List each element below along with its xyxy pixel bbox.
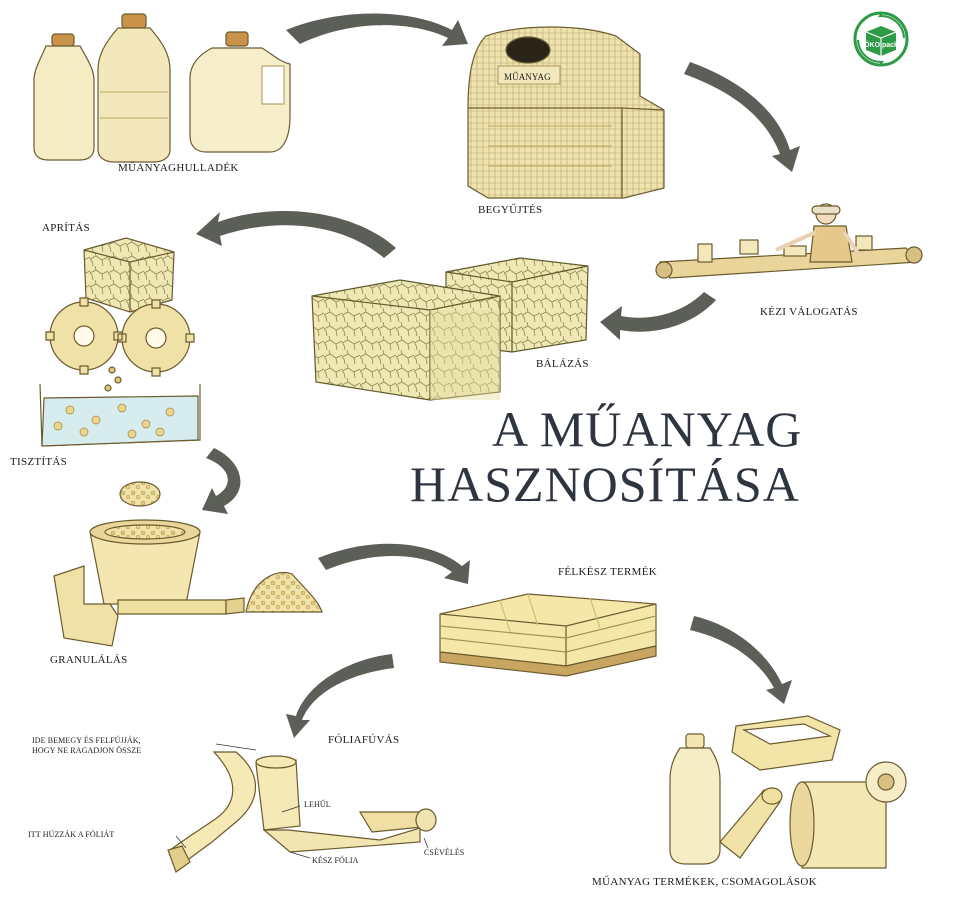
recycling-box-icon: ÖKO pack	[853, 11, 909, 67]
label-collection: BEGYŰJTÉS	[478, 204, 543, 216]
note-finished-film: KÉSZ FÓLIA	[312, 856, 359, 865]
logo-text: ÖKO pack	[864, 40, 898, 49]
title-line-2: HASZNOSÍTÁSA	[410, 456, 800, 512]
arrow-semifinished-to-film	[286, 654, 394, 738]
arrow-cleaning-to-granulation	[202, 448, 241, 514]
plastic-waste-bottles	[33, 13, 291, 163]
label-container: MŰANYAG	[504, 72, 551, 82]
label-shredding: APRÍTÁS	[42, 222, 90, 234]
arrow-semifinished-to-products	[690, 616, 792, 704]
collection-container	[467, 26, 665, 199]
label-baling: BÁLÁZÁS	[536, 358, 589, 370]
label-waste: MŰANYAGHULLADÉK	[118, 162, 239, 174]
label-granulation: GRANULÁLÁS	[50, 654, 128, 666]
arrow-collection-to-sorting	[684, 62, 800, 172]
arrow-waste-to-collection	[286, 13, 468, 46]
sorting-conveyor	[655, 203, 923, 279]
title-line-1: A MŰANYAG	[492, 401, 803, 457]
label-film-blowing: FÓLIAFÚVÁS	[328, 734, 400, 746]
arrow-sorting-to-baling	[600, 292, 716, 340]
note-pull: ITT HÚZZÁK A FÓLIÁT	[28, 830, 115, 839]
flow-arrows	[196, 13, 800, 738]
semi-finished-pallet	[439, 593, 657, 677]
film-blowing-stage	[167, 751, 437, 873]
note-inlet-1: IDE BEMEGY ÉS FELFÚJJÁK,	[32, 736, 141, 745]
label-sorting: KÉZI VÁLOGATÁS	[760, 306, 858, 318]
label-products: MŰANYAG TERMÉKEK, CSOMAGOLÁSOK	[592, 876, 817, 888]
plastic-bales	[311, 257, 589, 401]
cleaning-tank	[39, 383, 201, 447]
note-cools: LEHŰL	[304, 800, 331, 809]
arrow-granulation-to-semifinished	[318, 543, 470, 584]
plastic-products	[669, 715, 907, 869]
granulator-machine	[53, 481, 323, 647]
shredding-stage	[45, 237, 195, 392]
label-cleaning: TISZTÍTÁS	[10, 456, 68, 468]
arrow-baling-to-shredding	[196, 210, 396, 258]
shredder-gears-icon	[45, 297, 195, 377]
film-note-leaders	[175, 743, 429, 859]
note-winding: CSÉVÉLÉS	[424, 848, 465, 857]
note-inlet-2: HOGY NE RAGADJON ÖSSZE	[32, 746, 142, 755]
okopack-logo: ÖKO pack	[852, 10, 910, 68]
label-semi-finished: FÉLKÉSZ TERMÉK	[558, 566, 658, 578]
